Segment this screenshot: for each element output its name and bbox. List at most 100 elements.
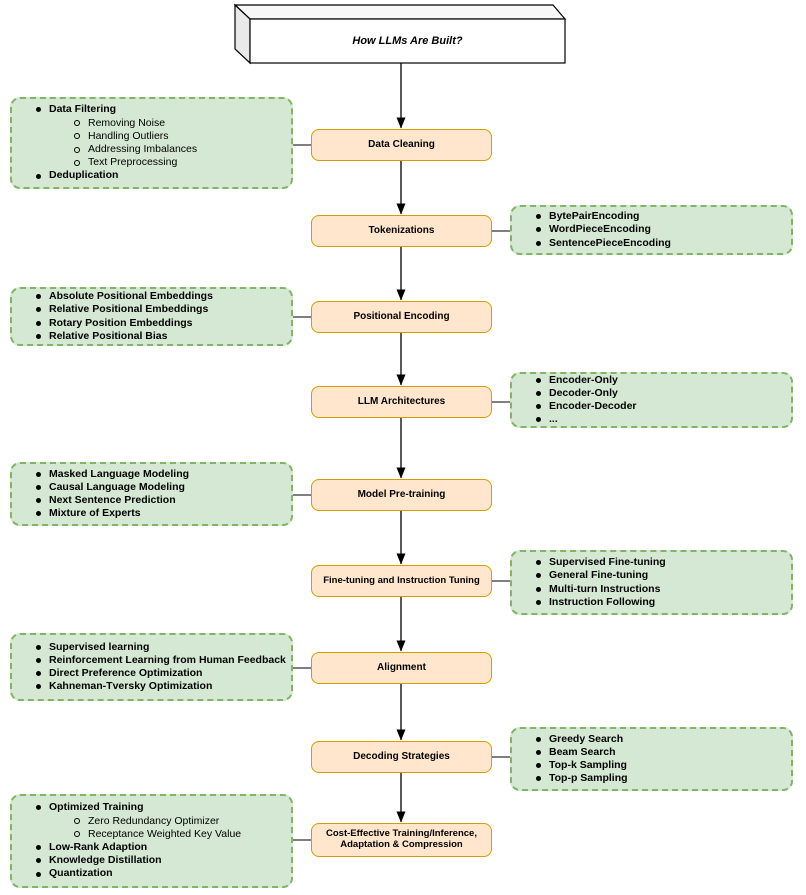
bullet-text: Supervised learning <box>49 640 150 653</box>
bullet-text: Kahneman-Tversky Optimization <box>49 680 213 693</box>
bullet-text: Instruction Following <box>549 595 656 608</box>
circle-bullet-icon <box>74 133 80 140</box>
bullet-text: Deduplication <box>49 169 119 182</box>
side-box-cost-effective-methods: Optimized Training Zero Redundancy Optim… <box>10 794 293 888</box>
bullet-text: Knowledge Distillation <box>49 854 162 867</box>
bullet-text: Removing Noise <box>88 116 166 129</box>
sub-bullet-item: Receptance Weighted Key Value <box>74 828 285 841</box>
bullet-icon <box>536 227 541 233</box>
bullet-icon <box>536 599 541 605</box>
bullet-icon <box>36 294 41 300</box>
bullet-text: ... <box>549 413 558 426</box>
bullet-item: Kahneman-Tversky Optimization <box>36 680 286 693</box>
bullet-icon <box>536 749 541 755</box>
flow-node-data-cleaning: Data Cleaning <box>311 129 492 161</box>
bullet-icon <box>536 776 541 782</box>
bullet-item: Reinforcement Learning from Human Feedba… <box>36 654 286 667</box>
side-box-architectures: Encoder-Only Decoder-Only Encoder-Decode… <box>510 372 793 428</box>
bullet-text: Encoder-Decoder <box>549 400 637 412</box>
bullet-icon <box>536 586 541 592</box>
bullet-item: Deduplication <box>36 169 285 182</box>
flow-node-cost-effective: Cost-Effective Training/Inference, Adapt… <box>311 823 492 857</box>
bullet-list: Supervised Fine-tuning General Fine-tuni… <box>512 556 791 609</box>
sub-bullet-item: Handling Outliers <box>74 130 285 143</box>
diagram-title: How LLMs Are Built? <box>352 35 463 47</box>
bullet-icon <box>36 107 41 113</box>
bullet-item: Quantization <box>36 867 285 880</box>
bullet-item: Absolute Positional Embeddings <box>36 290 285 303</box>
sub-bullet-item: Removing Noise <box>74 117 285 130</box>
bullet-item: Knowledge Distillation <box>36 854 285 867</box>
bullet-item: BytePairEncoding <box>536 210 785 223</box>
bullet-text: Causal Language Modeling <box>49 480 185 493</box>
bullet-item: Supervised Fine-tuning <box>536 556 785 569</box>
circle-bullet-icon <box>74 831 80 838</box>
bullet-item: Next Sentence Prediction <box>36 494 285 507</box>
bullet-item: Causal Language Modeling <box>36 481 285 494</box>
bullet-item: Encoder-Only <box>536 374 785 387</box>
bullet-list: Masked Language Modeling Causal Language… <box>12 468 291 521</box>
bullet-item: Instruction Following <box>536 596 785 609</box>
bullet-list: Supervised learning Reinforcement Learni… <box>12 641 292 694</box>
bullet-item: Top-k Sampling <box>536 759 785 772</box>
bullet-text: Supervised Fine-tuning <box>549 556 666 569</box>
bullet-icon <box>536 390 541 396</box>
circle-bullet-icon <box>74 120 80 127</box>
bullet-icon <box>536 240 541 246</box>
bullet-item: Top-p Sampling <box>536 772 785 785</box>
bullet-icon <box>536 763 541 769</box>
bullet-item: Supervised learning <box>36 641 286 654</box>
side-box-alignment-methods: Supervised learning Reinforcement Learni… <box>10 633 293 701</box>
bullet-icon <box>36 845 41 851</box>
bullet-icon <box>36 471 41 477</box>
title-cube-shape <box>233 3 567 65</box>
bullet-text: Rotary Position Embeddings <box>49 316 193 329</box>
bullet-text: Encoder-Only <box>549 373 618 386</box>
bullet-icon <box>536 736 541 742</box>
flow-node-finetuning: Fine-tuning and Instruction Tuning <box>311 565 492 597</box>
side-box-tokenization-methods: BytePairEncoding WordPieceEncoding Sente… <box>510 205 793 255</box>
circle-bullet-icon <box>74 818 80 825</box>
bullet-item: WordPieceEncoding <box>536 223 785 236</box>
sub-bullet-item: Zero Redundancy Optimizer <box>74 815 285 828</box>
bullet-text: Decoder-Only <box>549 386 618 399</box>
bullet-text: Optimized Training <box>49 801 144 814</box>
bullet-text: Quantization <box>49 867 113 880</box>
bullet-text: Top-k Sampling <box>549 759 627 771</box>
bullet-text: Mixture of Experts <box>49 507 141 520</box>
bullet-item: Low-Rank Adaption <box>36 841 285 854</box>
bullet-item: Data Filtering <box>36 103 285 116</box>
bullet-icon <box>36 657 41 663</box>
bullet-item: Mixture of Experts <box>36 507 285 520</box>
flow-node-alignment: Alignment <box>311 652 492 684</box>
bullet-icon <box>36 644 41 650</box>
bullet-text: Multi-turn Instructions <box>549 582 661 595</box>
bullet-text: Relative Positional Bias <box>49 329 168 342</box>
bullet-icon <box>36 871 41 877</box>
bullet-item: General Fine-tuning <box>536 569 785 582</box>
bullet-item: Rotary Position Embeddings <box>36 317 285 330</box>
bullet-list: Greedy Search Beam Search Top-k Sampling… <box>512 733 791 786</box>
bullet-icon <box>36 511 41 517</box>
bullet-icon <box>36 684 41 690</box>
bullet-text: Direct Preference Optimization <box>49 667 203 679</box>
bullet-item: Beam Search <box>536 746 785 759</box>
flow-node-tokenizations: Tokenizations <box>311 215 492 247</box>
bullet-icon <box>536 214 541 220</box>
bullet-item: Relative Positional Bias <box>36 330 285 343</box>
side-links <box>293 144 510 841</box>
flow-node-model-pretraining: Model Pre-training <box>311 479 492 511</box>
bullet-text: SentencePieceEncoding <box>549 236 671 249</box>
flow-node-llm-architectures: LLM Architectures <box>311 386 492 418</box>
bullet-icon <box>536 417 541 423</box>
bullet-icon <box>36 320 41 326</box>
bullet-text: WordPieceEncoding <box>549 223 651 236</box>
bullet-text: Reinforcement Learning from Human Feedba… <box>49 653 286 666</box>
side-box-data-cleaning-details: Data Filtering Removing Noise Handling O… <box>10 97 293 189</box>
bullet-item: Masked Language Modeling <box>36 468 285 481</box>
side-box-pretraining-objectives: Masked Language Modeling Causal Language… <box>10 462 293 526</box>
bullet-item: Decoder-Only <box>536 387 785 400</box>
bullet-text: Low-Rank Adaption <box>49 841 148 853</box>
side-box-decoding-methods: Greedy Search Beam Search Top-k Sampling… <box>510 727 793 791</box>
